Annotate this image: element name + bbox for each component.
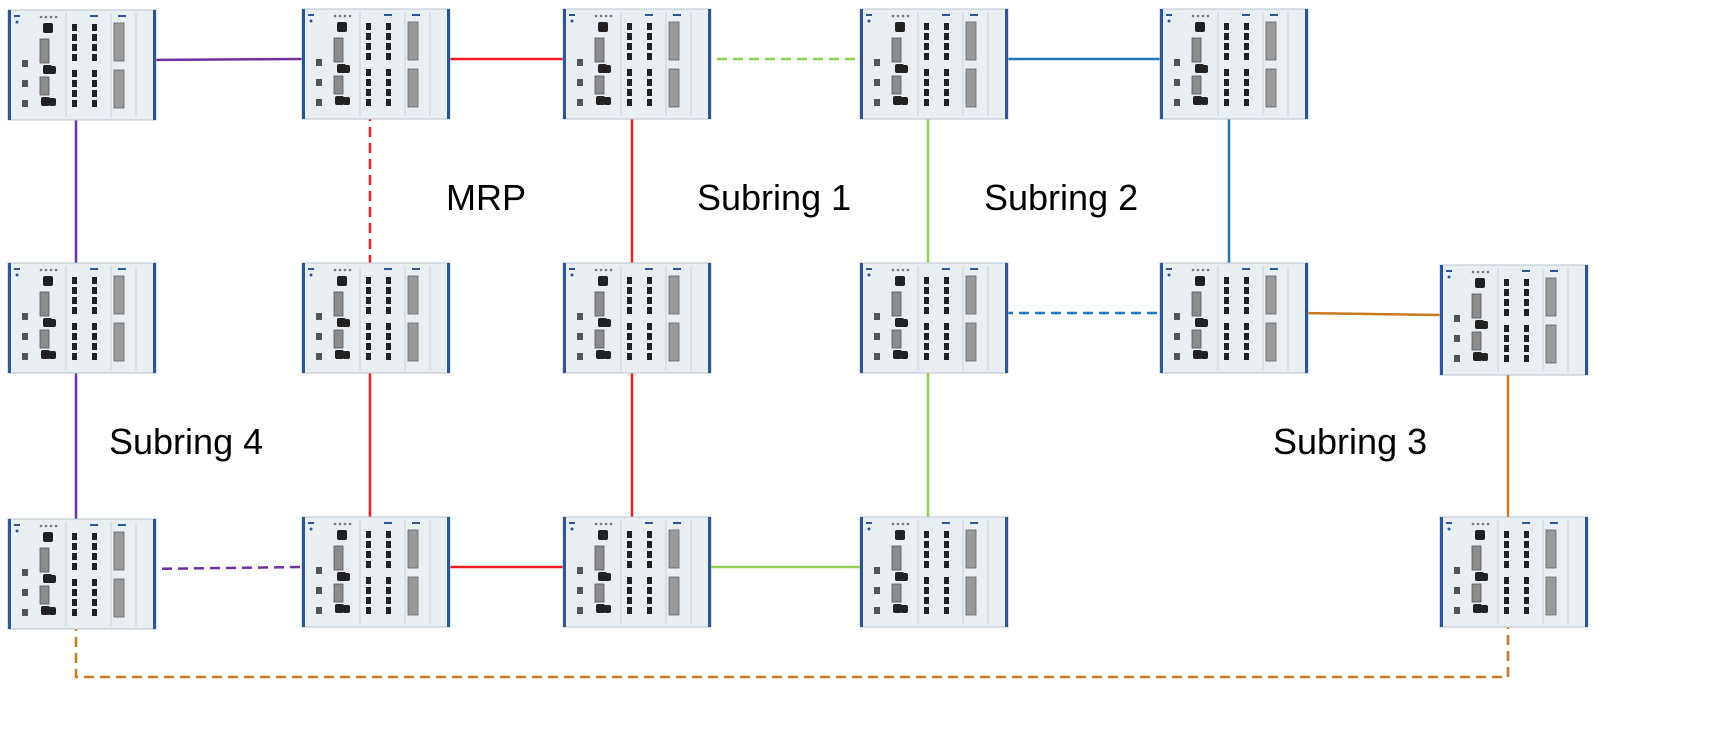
label-subring-4: Subring 4 (109, 421, 263, 462)
label-mrp: MRP (446, 177, 526, 218)
switch-node (1439, 264, 1589, 376)
switch-node (301, 8, 451, 120)
switch-node (7, 518, 157, 630)
switch-node (301, 516, 451, 628)
link-subring3 (1297, 311, 1441, 317)
link-subring3-backup (74, 621, 1510, 679)
switch-node (7, 262, 157, 374)
switch-node (562, 8, 712, 120)
label-subring-1: Subring 1 (697, 177, 851, 218)
switch-node (859, 8, 1009, 120)
switch-node (1159, 8, 1309, 120)
ring-labels: MRP Subring 1 Subring 2 Subring 3 Subrin… (109, 177, 1427, 462)
switch-node (7, 9, 157, 121)
switch-node (1159, 262, 1309, 374)
switches (7, 8, 1589, 630)
switch-node (859, 516, 1009, 628)
switch-node (562, 262, 712, 374)
switch-node (859, 262, 1009, 374)
link-subring4-backup (145, 565, 303, 571)
switch-node (301, 262, 451, 374)
links (74, 57, 1510, 679)
switch-node (562, 516, 712, 628)
switch-node (1439, 516, 1589, 628)
label-subring-3: Subring 3 (1273, 421, 1427, 462)
link-subring4 (145, 57, 303, 62)
label-subring-2: Subring 2 (984, 177, 1138, 218)
